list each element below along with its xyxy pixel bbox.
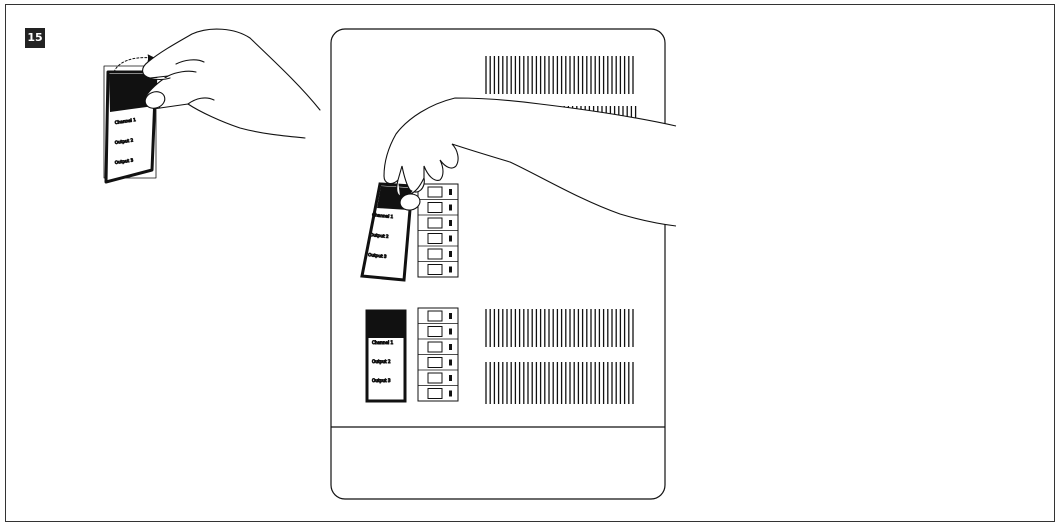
terminal-slot [449, 266, 452, 273]
figure-frame [5, 4, 1055, 522]
terminal-screw [427, 248, 443, 260]
terminal-screw [427, 341, 443, 353]
terminal-screw [427, 202, 443, 213]
placing-label-line-2: Output 2 [370, 232, 389, 239]
terminal-slot [449, 359, 452, 366]
terminal-slot [449, 235, 452, 242]
label-line-1: Channel 1 [114, 117, 136, 125]
applied-label-line-1: Channel 1 [372, 340, 394, 345]
terminal-slot [449, 189, 452, 195]
curved-arrow-icon [113, 57, 153, 73]
placing-label: Channel 1 Output 2 Output 3 [360, 182, 414, 282]
terminal-slot [449, 204, 452, 211]
hand-icon [383, 97, 677, 227]
terminal-slot [449, 390, 452, 397]
applied-label-line-3: Output 3 [372, 378, 391, 383]
applied-label: Channel 1 Output 2 Output 3 [365, 309, 407, 403]
terminal-slot [449, 344, 452, 350]
device: Channel 1 Output 2 Output 3 Channel 1 Ou… [330, 28, 677, 500]
terminal-screw [427, 357, 443, 368]
terminal-slot [449, 220, 452, 226]
placing-label-line-3: Output 3 [368, 252, 387, 259]
peel-label-detail: Channel 1 Output 2 Output 3 [103, 28, 321, 184]
terminal-screw [427, 217, 443, 229]
terminal-block-lower [417, 307, 459, 402]
terminal-screw [427, 388, 443, 399]
label-line-3: Output 3 [114, 157, 133, 165]
terminal-blocks [417, 183, 459, 402]
terminal-screw [427, 372, 443, 384]
label-backing-sheet [103, 65, 157, 179]
placing-label-line-1: Channel 1 [372, 212, 394, 219]
applied-label-line-2: Output 2 [372, 359, 391, 364]
terminal-slot [449, 328, 452, 335]
terminal-slot [449, 313, 452, 319]
terminal-screw [427, 264, 443, 275]
label-line-2: Output 2 [114, 137, 133, 145]
terminal-screw [427, 326, 443, 337]
terminal-screw [427, 186, 443, 198]
terminal-slot [449, 251, 452, 257]
hand-icon [142, 28, 321, 139]
terminal-screw [427, 233, 443, 244]
terminal-slot [449, 375, 452, 381]
ventilation-slots [485, 56, 637, 404]
terminal-screw [427, 310, 443, 322]
device-housing [330, 28, 666, 500]
step-number-badge: 15 [25, 28, 45, 48]
terminal-block-upper [417, 183, 459, 278]
label-dark-strip [109, 74, 155, 112]
